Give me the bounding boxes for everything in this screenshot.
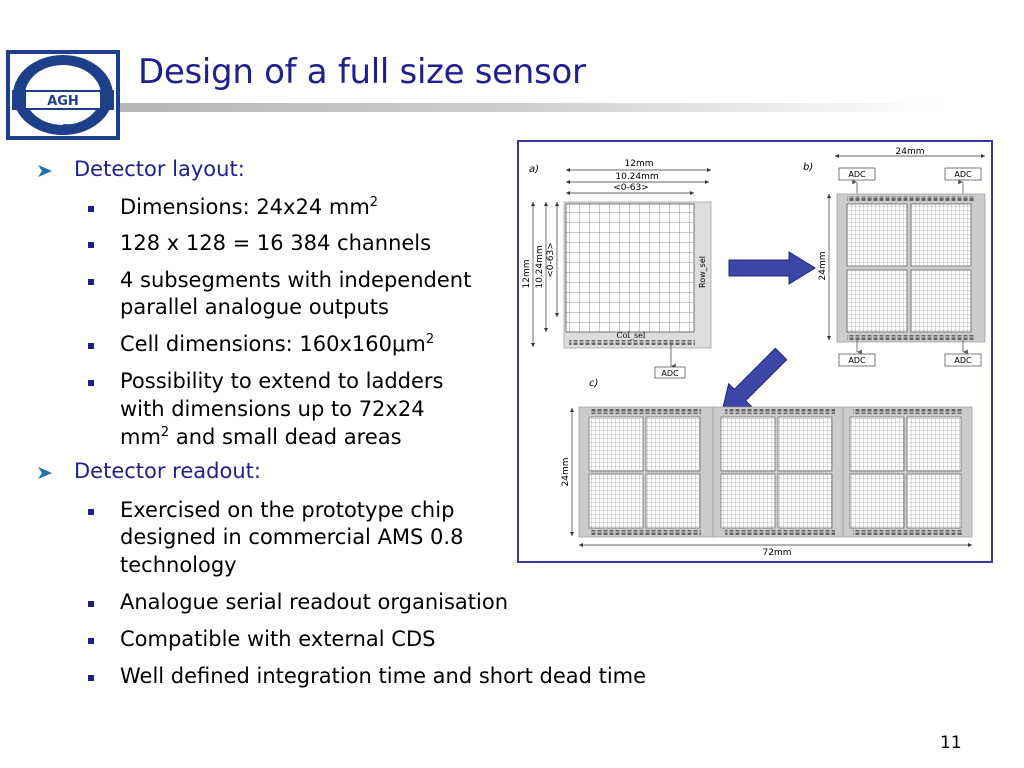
panel-b-adc-tr bbox=[944, 167, 982, 181]
square-bullet-icon bbox=[88, 279, 94, 285]
panel-c-dim-side: 24mm bbox=[561, 458, 571, 487]
channels-item: 128 x 128 = 16 384 channels bbox=[120, 231, 432, 255]
col-sel-label: Col_sel bbox=[617, 331, 646, 340]
dim-12mm-vertical: 12mm bbox=[522, 260, 532, 289]
arrow-bullet-icon bbox=[38, 467, 52, 479]
panel-b-adc-tr-label: ADC bbox=[954, 170, 972, 179]
panel-a-pad-row bbox=[569, 340, 695, 345]
subsegments-item-line1: 4 subsegments with independent bbox=[120, 268, 472, 292]
panel-a-adc-label: ADC bbox=[661, 369, 679, 378]
panel-b-adc-bl-label: ADC bbox=[848, 356, 866, 365]
row-sel-label: Row_sel bbox=[698, 256, 707, 288]
square-bullet-icon bbox=[88, 242, 94, 248]
panel-b-adc-br bbox=[944, 353, 982, 367]
page-number: 11 bbox=[940, 733, 962, 753]
dim-range-vertical: <0-63> bbox=[546, 242, 556, 278]
logo-text: AGH bbox=[47, 94, 79, 109]
square-bullet-icon bbox=[88, 206, 94, 212]
panel-b-adc-tl-label: ADC bbox=[848, 170, 866, 179]
dim-1024mm-vertical: 10.24mm bbox=[535, 245, 545, 288]
square-bullet-icon bbox=[88, 638, 94, 644]
agh-logo: AGH bbox=[6, 50, 120, 140]
slide-title: Design of a full size sensor bbox=[138, 52, 586, 92]
serial-readout-item: Analogue serial readout organisation bbox=[120, 590, 509, 614]
panel-b-adc-bl bbox=[838, 353, 876, 367]
ladder-item-line2: with dimensions up to 72x24 bbox=[120, 397, 425, 421]
panel-a-adc-box bbox=[654, 366, 686, 379]
panel-b-adc-br-label: ADC bbox=[954, 356, 972, 365]
square-bullet-icon bbox=[88, 343, 94, 349]
panel-a-label: a) bbox=[529, 164, 539, 175]
panel-b-quadrant bbox=[910, 203, 972, 267]
sensor-layout-figure: a) 12mm 10.24mm <0-63> 12mm 10.24mm <0-6… bbox=[517, 140, 993, 563]
square-bullet-icon bbox=[88, 509, 94, 515]
cds-item: Compatible with external CDS bbox=[120, 627, 436, 651]
subsegments-item-line2: parallel analogue outputs bbox=[120, 295, 389, 319]
arrow-diagonal-icon bbox=[720, 347, 788, 415]
cell-dimensions-item: Cell dimensions: 160x160μm2 bbox=[120, 332, 435, 356]
panel-b-quadrant bbox=[846, 269, 908, 333]
panel-b-quadrant bbox=[910, 269, 972, 333]
square-bullet-icon bbox=[88, 601, 94, 607]
panel-b-adc-tl bbox=[838, 167, 876, 181]
ladder-item-line3: mm2 and small dead areas bbox=[120, 425, 402, 449]
dim-1024mm-label: 10.24mm bbox=[615, 172, 658, 182]
dim-range-label: <0-63> bbox=[613, 183, 649, 193]
panel-c-label: c) bbox=[589, 378, 598, 389]
integration-item: Well defined integration time and short … bbox=[120, 664, 647, 688]
prototype-item-line3: technology bbox=[120, 553, 237, 577]
sensor-diagram: a) 12mm 10.24mm <0-63> 12mm 10.24mm <0-6… bbox=[522, 147, 986, 558]
prototype-item-line1: Exercised on the prototype chip bbox=[120, 498, 455, 522]
panel-b-label: b) bbox=[803, 162, 813, 173]
panel-b-dim-side: 24mm bbox=[818, 252, 828, 281]
arrow-right-icon bbox=[728, 251, 816, 285]
readout-heading: Detector readout: bbox=[74, 459, 261, 483]
ladder-item-line1: Possibility to extend to ladders bbox=[120, 369, 444, 393]
panel-a-pixel-matrix bbox=[565, 203, 695, 333]
square-bullet-icon bbox=[88, 380, 94, 386]
dimensions-item: Dimensions: 24x24 mm2 bbox=[120, 195, 379, 219]
panel-b-dim-top: 24mm bbox=[896, 147, 925, 157]
panel-c-dim-bottom: 72mm bbox=[763, 548, 792, 558]
title-divider bbox=[120, 103, 940, 112]
panel-b-quadrant bbox=[846, 203, 908, 267]
arrow-bullet-icon bbox=[38, 165, 52, 177]
prototype-item-line2: designed in commercial AMS 0.8 bbox=[120, 525, 464, 549]
layout-heading: Detector layout: bbox=[74, 157, 245, 181]
square-bullet-icon bbox=[88, 675, 94, 681]
dim-12mm-label: 12mm bbox=[625, 159, 654, 169]
